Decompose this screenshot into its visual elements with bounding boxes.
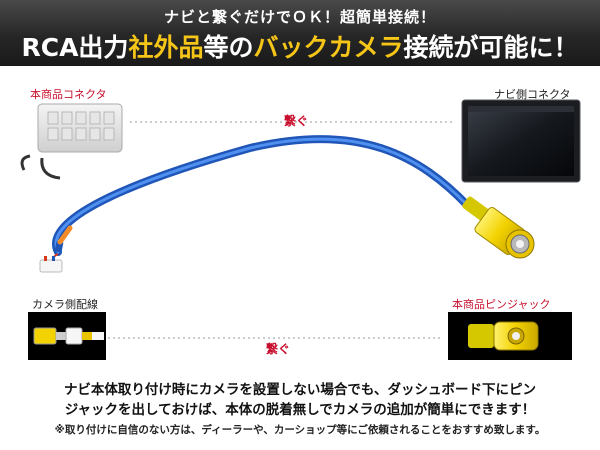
label-connect-top: 繋ぐ [284,114,309,128]
footer-line-2: ジャックを出しておけば、本体の脱着無しでカメラの追加が簡単にできます！ [64,402,536,418]
navi-unit-image [461,99,581,183]
footer-line-1: ナビ本体取り付け時にカメラを設置しない場合でも、ダッシュボード下にピン [63,382,537,398]
label-product-pin-jack: 本商品ピンジャック [452,298,551,311]
headline-suffix: 接続が可能に！ [403,33,579,62]
label-product-connector: 本商品コネクタ [30,88,107,101]
headline-highlight-aftermarket: 社外品 [128,33,204,62]
product-illustration [20,99,581,360]
headline-highlight-back-camera: バックカメラ [253,33,404,62]
product-connector-image [20,103,123,180]
blue-cable [52,135,472,256]
banner-tagline: ナビと繋ぐだけでＯＫ！超簡単接続！ [163,8,436,26]
footer-note: ※取り付けに自信のない方は、ディーラーや、カーショップ等にご依頼されることをおす… [54,424,546,436]
camera-lead-plug [39,225,73,273]
rca-connector-cable [462,196,535,259]
banner-headline: RCA出力社外品等のバックカメラ接続が可能に！ [0,28,600,64]
label-connect-bottom: 繋ぐ [266,342,291,356]
top-banner: ナビと繋ぐだけでＯＫ！超簡単接続！ RCA出力社外品等のバックカメラ接続が可能に… [0,0,600,66]
headline-prefix: RCA出力 [21,33,129,62]
headline-mid: 等の [203,33,254,62]
camera-wiring-image [28,312,106,360]
label-navi-connector: ナビ側コネクタ [494,88,571,101]
label-camera-wiring: カメラ側配線 [32,298,98,311]
product-pin-jack-image [448,312,572,360]
